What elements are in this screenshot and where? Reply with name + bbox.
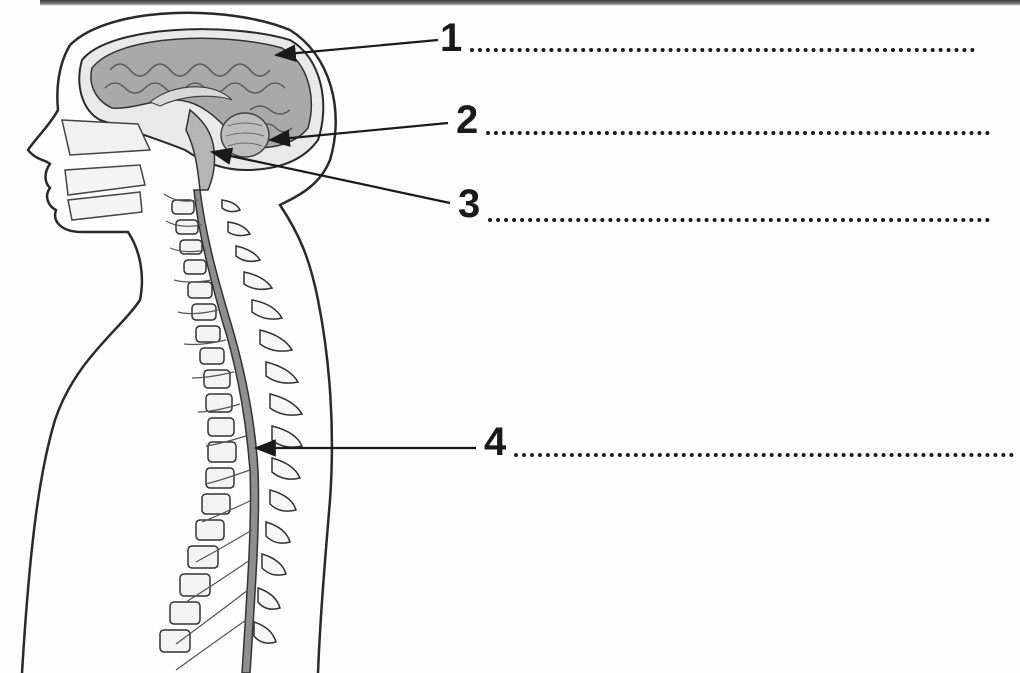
callout-number-3: 3: [458, 184, 480, 224]
vertebrae-front: [160, 200, 236, 652]
answer-line-3[interactable]: [488, 218, 990, 222]
callout-number-2: 2: [456, 100, 478, 140]
callout-number-4: 4: [484, 422, 506, 462]
answer-line-4[interactable]: [514, 453, 1014, 457]
answer-line-2[interactable]: [486, 131, 990, 135]
answer-line-1[interactable]: [470, 48, 975, 52]
callout-number-1: 1: [440, 18, 462, 58]
nasal-cavity: [62, 120, 150, 155]
mouth-teeth: [65, 165, 145, 220]
